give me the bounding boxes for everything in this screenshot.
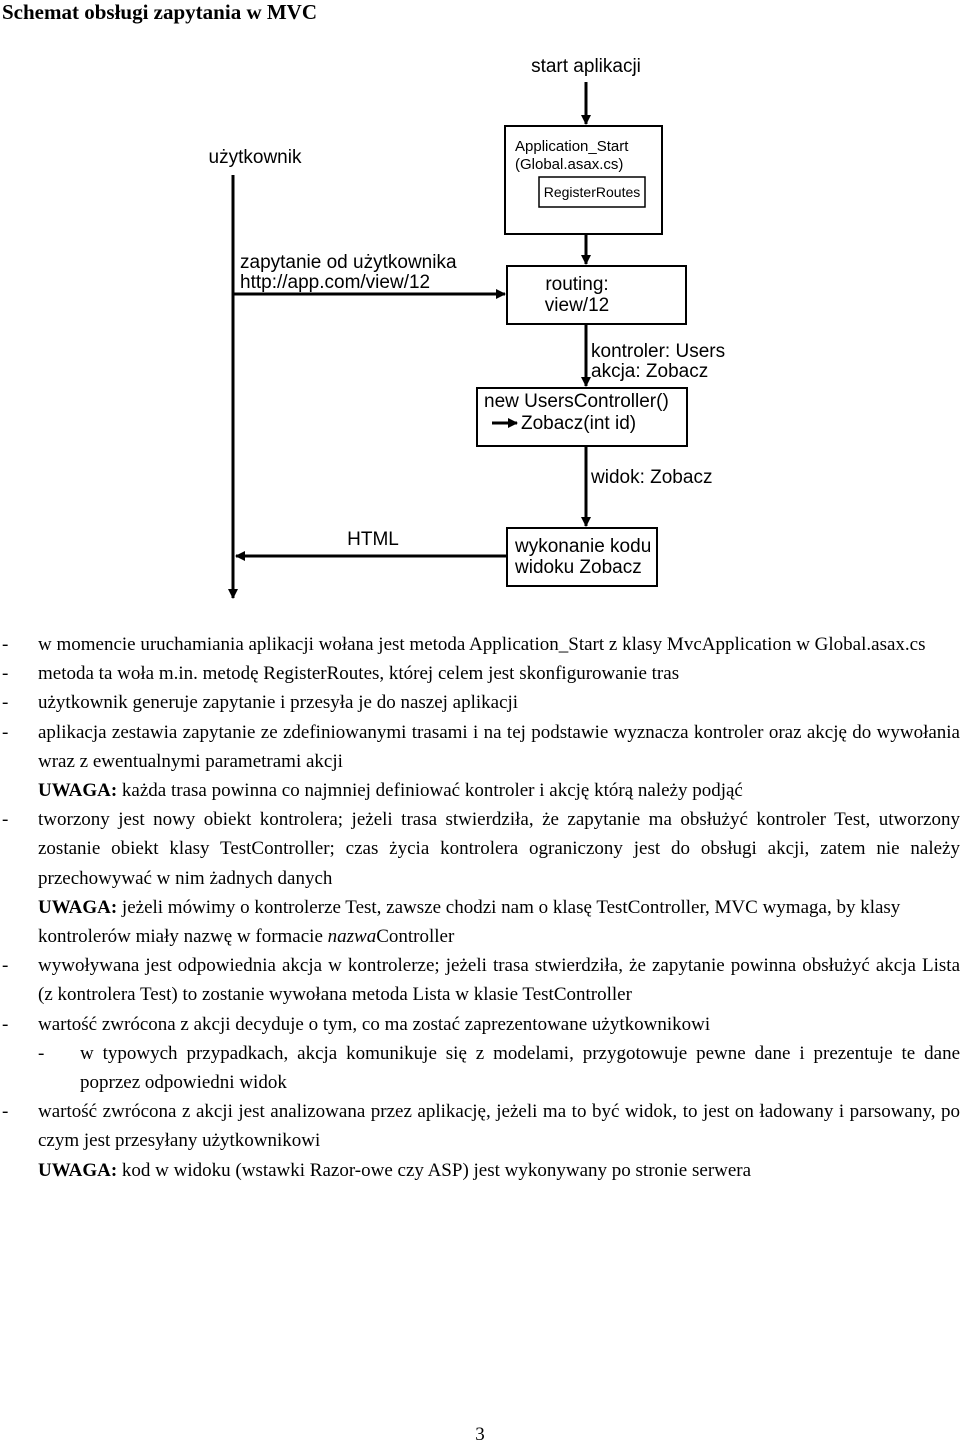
routing-line2: view/12 [545, 295, 609, 316]
note-italic: nazwa [327, 926, 377, 948]
page-number: 3 [475, 1424, 485, 1445]
user-label: użytkownik [209, 147, 302, 168]
note-text-end: Controller [376, 926, 455, 948]
controller-line2: akcja: Zobacz [591, 361, 708, 382]
warning-note: UWAGA: jeżeli mówimy o kontrolerze Test,… [0, 893, 960, 951]
controller-line1: kontroler: Users [591, 341, 725, 362]
exec-line1: wykonanie kodu [514, 536, 651, 557]
app-start-line1: Application_Start [515, 138, 629, 155]
item-text: w typowych przypadkach, akcja komunikuje… [80, 1042, 960, 1094]
app-start-line2: (Global.asax.cs) [515, 156, 623, 173]
item-text: w momencie uruchamiania aplikacji wołana… [38, 634, 926, 655]
bullet-dash: - [2, 663, 9, 685]
request-label-line2: http://app.com/view/12 [240, 272, 430, 293]
new-controller-line1: new UsersController() [484, 391, 669, 412]
register-routes-label: RegisterRoutes [544, 184, 641, 200]
application-start-box [504, 125, 663, 235]
mvc-request-diagram: start aplikacji Application_Start (Globa… [209, 56, 725, 599]
bullet-dash: - [2, 634, 9, 655]
exec-line2: widoku Zobacz [514, 557, 642, 578]
sub-list-item: - w typowych przypadkach, akcja komunikuj… [0, 1039, 960, 1097]
html-label: HTML [347, 529, 399, 550]
bullet-dash: - [2, 1013, 9, 1035]
warning-label: UWAGA: [38, 896, 118, 918]
note-text: jeżeli mówimy o kontrolerze Test, zawsze… [38, 896, 901, 948]
warning-note: UWAGA: kod w widoku (wstawki Razor-owe c… [0, 1156, 960, 1185]
controller-box [476, 387, 688, 447]
item-text: wartość zwrócona z akcji decyduje o tym,… [38, 1013, 711, 1035]
description-list: - w momencie uruchamiania aplikacji wołan… [0, 630, 960, 1185]
list-item: - wywoływana jest odpowiednia akcja w kon… [0, 951, 960, 1009]
routing-box [506, 265, 687, 325]
list-item: - w momencie uruchamiania aplikacji wołan… [0, 630, 960, 659]
item-text: użytkownik generuje zapytanie i przesyła… [38, 692, 519, 714]
register-routes-box [538, 176, 646, 208]
item-text: wartość zwrócona z akcji jest analizowan… [38, 1101, 960, 1152]
start-label: start aplikacji [531, 56, 641, 77]
bullet-dash: - [2, 721, 9, 743]
item-text: wywoływana jest odpowiednia akcja w kont… [38, 955, 960, 1006]
page-title: Schemat obsługi zapytania w MVC [2, 0, 318, 24]
list-item: - wartość zwrócona z akcji decyduje o tym… [0, 1010, 960, 1039]
warning-note: UWAGA: każda trasa powinna co najmniej d… [0, 776, 960, 805]
new-controller-line2: Zobacz(int id) [521, 413, 636, 434]
bullet-dash: - [2, 809, 9, 831]
bullet-dash: - [2, 692, 9, 714]
warning-label: UWAGA: [38, 1159, 118, 1181]
list-item: - metoda ta woła m.in. metodę RegisterRou… [0, 659, 960, 688]
list-item: - aplikacja zestawia zapytanie ze zdefini… [0, 718, 960, 776]
bullet-dash: - [2, 955, 9, 977]
bullet-dash: - [38, 1042, 45, 1064]
item-text: tworzony jest nowy obiekt kontrolera; je… [38, 809, 960, 889]
note-text: każda trasa powinna co najmniej definiow… [121, 780, 743, 802]
note-text: kod w widoku (wstawki Razor-owe czy ASP)… [121, 1159, 752, 1181]
view-label: widok: Zobacz [590, 467, 712, 488]
list-item: - tworzony jest nowy obiekt kontrolera; j… [0, 805, 960, 893]
item-text: aplikacja zestawia zapytanie ze zdefinio… [38, 721, 960, 772]
list-item: - użytkownik generuje zapytanie i przesył… [0, 688, 960, 717]
list-item: - wartość zwrócona z akcji jest analizowa… [0, 1097, 960, 1155]
routing-line1: routing: [545, 274, 608, 295]
warning-label: UWAGA: [38, 780, 118, 802]
bullet-dash: - [2, 1101, 9, 1123]
item-text: metoda ta woła m.in. metodę RegisterRout… [38, 663, 680, 685]
request-label-line1: zapytanie od użytkownika [240, 252, 457, 273]
